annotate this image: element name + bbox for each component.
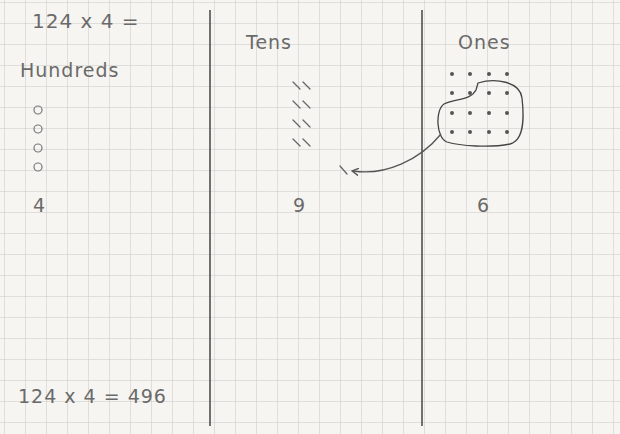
column-digit: 9 xyxy=(293,195,306,216)
group-loop xyxy=(438,81,523,146)
column-header: Ones xyxy=(458,32,511,53)
answer-text: 124 x 4 = 496 xyxy=(18,386,167,407)
column-divider xyxy=(209,10,211,426)
column-header: Tens xyxy=(246,32,292,53)
column-digit: 6 xyxy=(477,195,490,216)
column-digit: 4 xyxy=(33,195,46,216)
hundred-circles xyxy=(34,106,42,171)
carry-arrow xyxy=(353,134,441,172)
ten-tallies xyxy=(293,82,347,174)
column-header: Hundreds xyxy=(20,60,119,81)
column-divider xyxy=(421,10,423,426)
problem-text: 124 x 4 = xyxy=(32,10,140,32)
